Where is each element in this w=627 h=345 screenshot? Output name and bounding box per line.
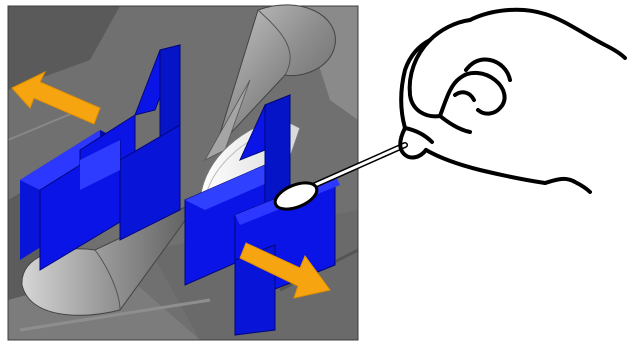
hand-icon [400, 10, 625, 192]
